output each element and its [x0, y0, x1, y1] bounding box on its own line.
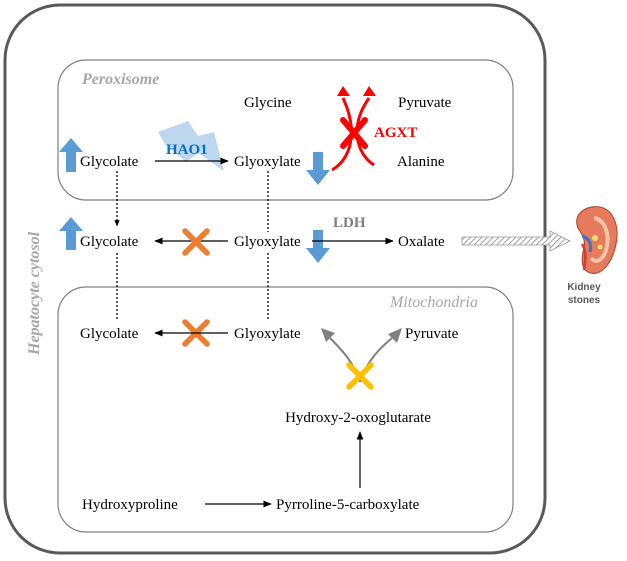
hoga-block-cross-icon — [346, 362, 374, 390]
mito-glycolate: Glycolate — [80, 326, 139, 342]
agxt-block-cross-icon — [340, 117, 368, 149]
hoga-arrowhead-right — [388, 328, 402, 343]
cytosol-glyoxylate-decrease-icon — [306, 230, 330, 263]
peroxisome-pyruvate: Pyruvate — [398, 95, 452, 111]
peroxisome-glyoxylate: Glyoxylate — [234, 154, 301, 170]
mito-hydroxy-oxoglutarate: Hydroxy-2-oxoglutarate — [285, 410, 431, 426]
hepatocyte-cell-outline — [3, 3, 547, 555]
mito-glyoxylate: Glyoxylate — [234, 326, 301, 342]
hao1-lightning-icon — [158, 121, 224, 171]
mito-pyrroline: Pyrroline-5-carboxylate — [276, 497, 420, 513]
mitochondria-label: Mitochondria — [389, 294, 478, 311]
peroxisome-alanine: Alanine — [397, 154, 445, 170]
peroxisome-compartment — [57, 59, 514, 201]
kidney-stones-label-line1: Kidney — [567, 282, 601, 293]
peroxisome-glycine: Glycine — [244, 95, 292, 111]
mito-pyruvate: Pyruvate — [405, 326, 459, 342]
cytosol-oxalate: Oxalate — [398, 234, 445, 250]
cytosol-glycolate-increase-icon — [59, 217, 83, 250]
cytosol-glycolate: Glycolate — [80, 234, 139, 250]
agxt-enzyme-label: AGXT — [374, 125, 417, 141]
peroxisome-glycolate-increase-icon — [59, 138, 83, 172]
agxt-arrowhead-left — [337, 86, 350, 96]
peroxisome-glycolate: Glycolate — [80, 154, 139, 170]
hepatocyte-cytosol-label: Hepatocyte cytosol — [26, 231, 43, 356]
oxalate-to-kidney-hatched-arrow — [461, 230, 571, 252]
agxt-arrowhead-right — [363, 86, 376, 96]
cytosol-glyoxylate: Glyoxylate — [234, 234, 301, 250]
ldh-enzyme-label: LDH — [333, 215, 366, 231]
hoga-arrowhead-left — [321, 328, 335, 342]
peroxisome-glyoxylate-decrease-icon — [306, 152, 330, 185]
cytosol-glycolate-block-cross-icon — [182, 228, 210, 256]
kidney-icon — [576, 206, 618, 274]
kidney-stones-label-line2: stones — [568, 295, 601, 306]
hao1-enzyme-label: HAO1 — [166, 142, 208, 158]
transport-dotted-lines — [114, 171, 269, 320]
mito-hydroxyproline: Hydroxyproline — [82, 497, 178, 513]
mitochondria-compartment — [57, 286, 514, 533]
peroxisome-label: Peroxisome — [81, 71, 159, 88]
